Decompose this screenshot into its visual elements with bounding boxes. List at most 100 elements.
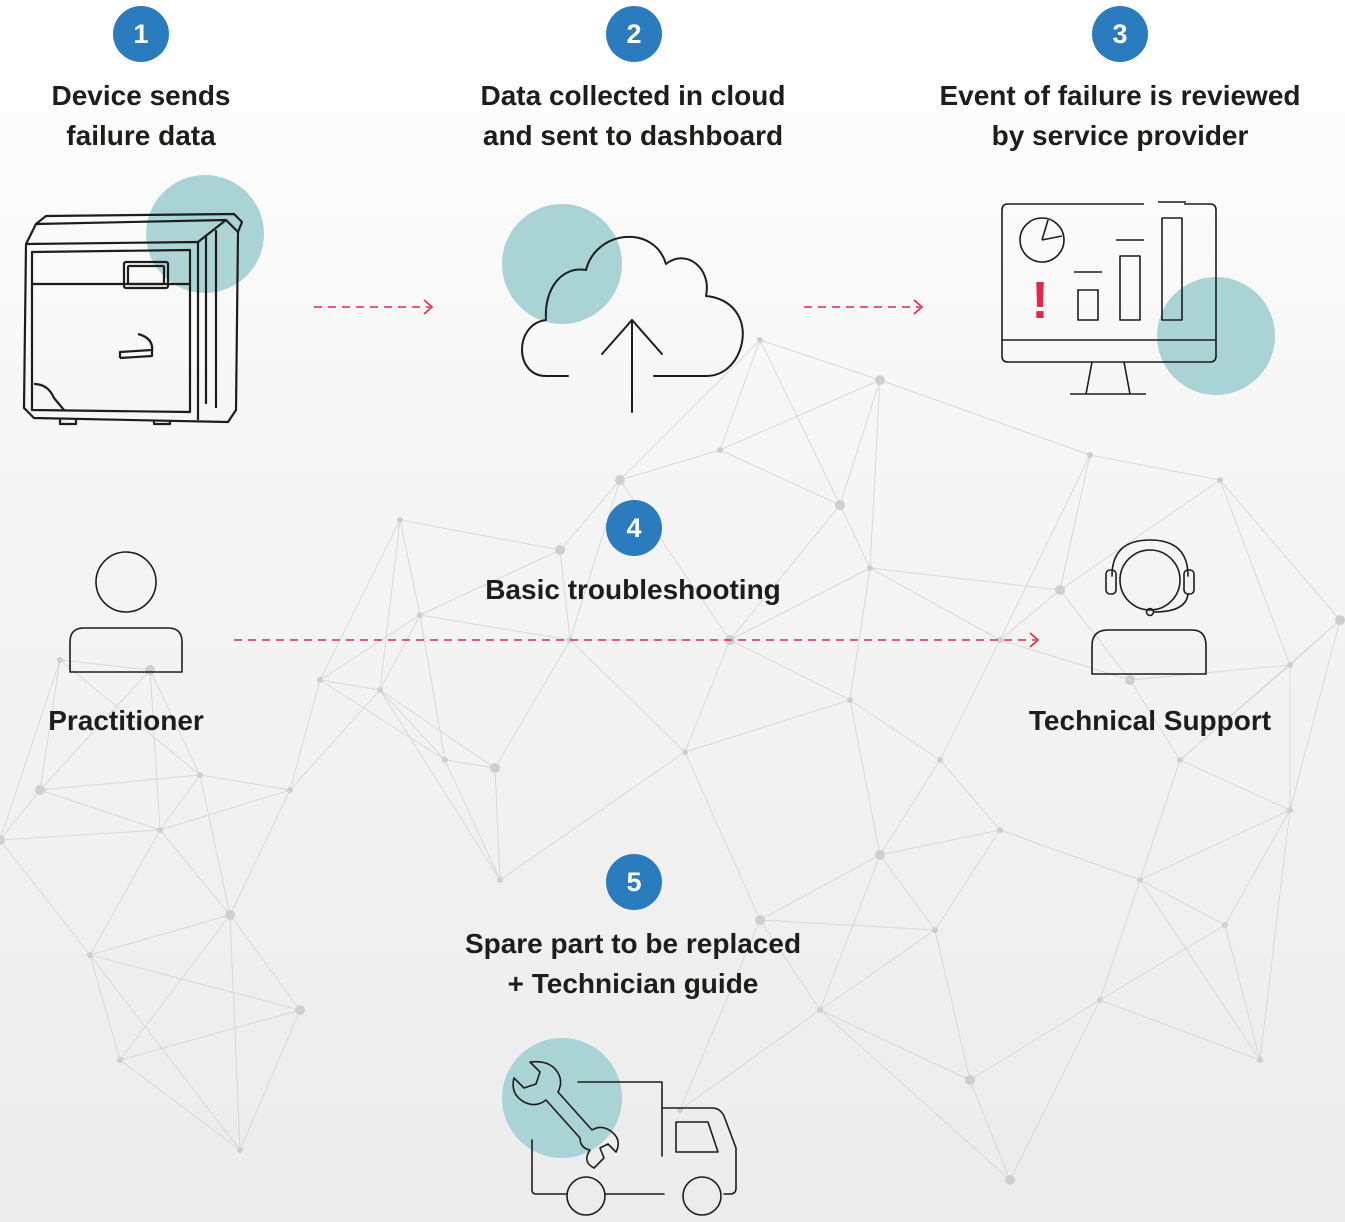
headset-agent-icon xyxy=(1091,539,1207,675)
network-line xyxy=(59,659,151,671)
network-line xyxy=(119,1009,301,1061)
step-3-title: Event of failure is reviewed by service … xyxy=(920,76,1320,156)
step-3-number: 3 xyxy=(1112,18,1128,49)
network-line xyxy=(999,589,1061,641)
network-node xyxy=(295,1005,305,1015)
network-line xyxy=(969,999,1101,1081)
network-line xyxy=(419,614,571,641)
network-node xyxy=(555,545,565,555)
network-node xyxy=(497,877,503,883)
network-line xyxy=(1129,664,1291,681)
network-line xyxy=(999,454,1091,641)
network-line xyxy=(849,567,871,701)
network-line xyxy=(839,504,871,569)
network-line xyxy=(999,829,1141,881)
step-4-title: Basic troubleshooting xyxy=(433,570,833,610)
network-line xyxy=(119,914,231,1061)
network-line xyxy=(379,519,401,691)
network-line xyxy=(819,1009,1011,1181)
step-2-number: 2 xyxy=(626,18,642,49)
network-line xyxy=(819,854,881,1011)
network-line xyxy=(89,954,121,1061)
network-line xyxy=(159,829,231,916)
network-line xyxy=(569,639,686,753)
network-node xyxy=(997,827,1003,833)
network-line xyxy=(444,759,496,769)
network-node xyxy=(1177,757,1183,763)
network-node xyxy=(1287,662,1293,668)
network-node xyxy=(755,915,765,925)
network-line xyxy=(879,829,1001,856)
network-line xyxy=(759,854,881,921)
step-1-title-line-2: failure data xyxy=(66,120,216,151)
network-node xyxy=(717,447,723,453)
network-line xyxy=(499,751,686,881)
network-line xyxy=(319,614,421,681)
network-line xyxy=(684,699,851,753)
network-line xyxy=(1059,479,1221,591)
step-2-title-line-2: and sent to dashboard xyxy=(482,120,784,151)
network-node xyxy=(442,757,448,763)
network-line xyxy=(159,789,291,831)
step-5-title-line-1: Spare part to be replaced xyxy=(464,928,802,959)
step-3-title-line-1: Event of failure is reviewed xyxy=(939,80,1301,111)
network-line xyxy=(149,669,201,776)
network-node xyxy=(57,657,63,663)
network-line xyxy=(319,679,446,761)
network-line xyxy=(849,699,881,856)
network-line xyxy=(494,767,501,881)
step-1-number: 1 xyxy=(133,18,149,49)
cloud-upload-icon xyxy=(502,204,744,413)
network-line xyxy=(239,1009,301,1151)
network-line xyxy=(939,759,1001,831)
network-line xyxy=(934,829,1001,931)
network-line xyxy=(1179,619,1341,761)
network-line xyxy=(819,929,936,1011)
network-line xyxy=(684,751,761,921)
network-line xyxy=(559,549,571,641)
network-line xyxy=(229,914,301,1011)
network-line xyxy=(289,679,321,791)
network-line xyxy=(879,759,941,856)
network-node xyxy=(682,749,688,755)
network-node xyxy=(757,337,763,343)
network-node xyxy=(197,772,203,778)
network-node xyxy=(287,787,293,793)
network-node xyxy=(1217,477,1223,483)
network-line xyxy=(1139,759,1181,881)
step-4-number: 4 xyxy=(626,512,642,543)
network-line xyxy=(494,639,571,769)
network-node xyxy=(1125,675,1135,685)
network-line xyxy=(1059,454,1091,591)
step-1-title-line-1: Device sends xyxy=(51,80,231,111)
network-line xyxy=(729,567,871,641)
network-line xyxy=(679,1009,821,1111)
network-line xyxy=(1259,809,1291,1061)
network-line xyxy=(1099,879,1141,1001)
network-line xyxy=(39,669,151,791)
network-line xyxy=(934,929,971,1081)
network-line xyxy=(0,789,41,841)
network-node xyxy=(875,850,885,860)
network-line xyxy=(319,519,401,681)
network-node xyxy=(1137,877,1143,883)
network-line xyxy=(444,759,501,881)
network-line xyxy=(1219,479,1341,621)
network-node xyxy=(417,612,423,618)
network-line xyxy=(719,339,761,451)
network-line xyxy=(419,549,561,616)
step-1-title: Device sends failure data xyxy=(0,76,282,156)
network-line xyxy=(839,379,881,506)
step-5-title: Spare part to be replaced + Technician g… xyxy=(433,924,833,1004)
network-line xyxy=(89,829,161,956)
wrench-truck-icon xyxy=(502,1038,737,1216)
network-node xyxy=(317,677,323,683)
network-line xyxy=(719,449,841,506)
network-line xyxy=(1219,479,1291,666)
network-line xyxy=(199,774,231,916)
network-node xyxy=(1335,615,1345,625)
network-node xyxy=(377,687,383,693)
network-node xyxy=(157,827,163,833)
network-line xyxy=(879,379,1091,456)
network-line xyxy=(0,829,161,841)
